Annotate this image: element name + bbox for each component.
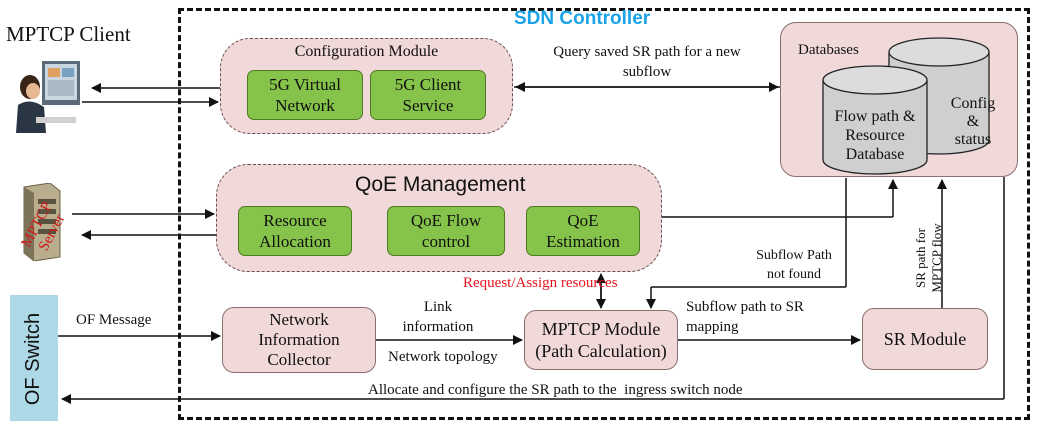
configuration-module-title: Configuration Module (294, 43, 439, 60)
sdn-controller-title: SDN Controller (514, 8, 651, 29)
of-switch-label: OF Switch (22, 312, 44, 406)
mptcp-module: MPTCP Module (Path Calculation) (524, 310, 678, 370)
link-information-label: Link information (402, 299, 474, 335)
network-information-collector: Network Information Collector (222, 307, 376, 373)
config-status-db-label: Config & status (950, 95, 996, 148)
5g-client-service-box: 5G Client Service (370, 70, 486, 120)
5g-virtual-network-box: 5G Virtual Network (247, 70, 363, 120)
flow-path-resource-db-label: Flow path & Resource Database (834, 108, 916, 163)
client-computer-icon (14, 55, 84, 133)
mptcp-client-label: MPTCP Client (6, 22, 131, 46)
qoe-management-title: QoE Management (355, 173, 526, 196)
sr-path-for-mptcp-flow-label: SR path for MPTCP flow (913, 223, 944, 293)
mptcp-server-icon (18, 183, 62, 261)
of-message-label: OF Message (76, 312, 152, 328)
of-switch-box (10, 295, 58, 421)
request-assign-resources-label: Request/Assign resources (463, 275, 618, 291)
sr-module: SR Module (862, 308, 988, 370)
resource-allocation-box: Resource Allocation (238, 206, 352, 256)
allocate-configure-sr-path-label: Allocate and configure the SR path to th… (368, 382, 743, 398)
network-topology-label: Network topology (388, 349, 498, 365)
qoe-flow-control-box: QoE Flow control (387, 206, 505, 256)
query-sr-path-label: Query saved SR path for a new subflow (553, 44, 741, 80)
qoe-estimation-box: QoE Estimation (526, 206, 640, 256)
subflow-path-to-sr-mapping-label: Subflow path to SR mapping (686, 299, 804, 335)
databases-title: Databases (798, 42, 859, 58)
subflow-path-not-found-label: Subflow Path not found (756, 248, 832, 282)
